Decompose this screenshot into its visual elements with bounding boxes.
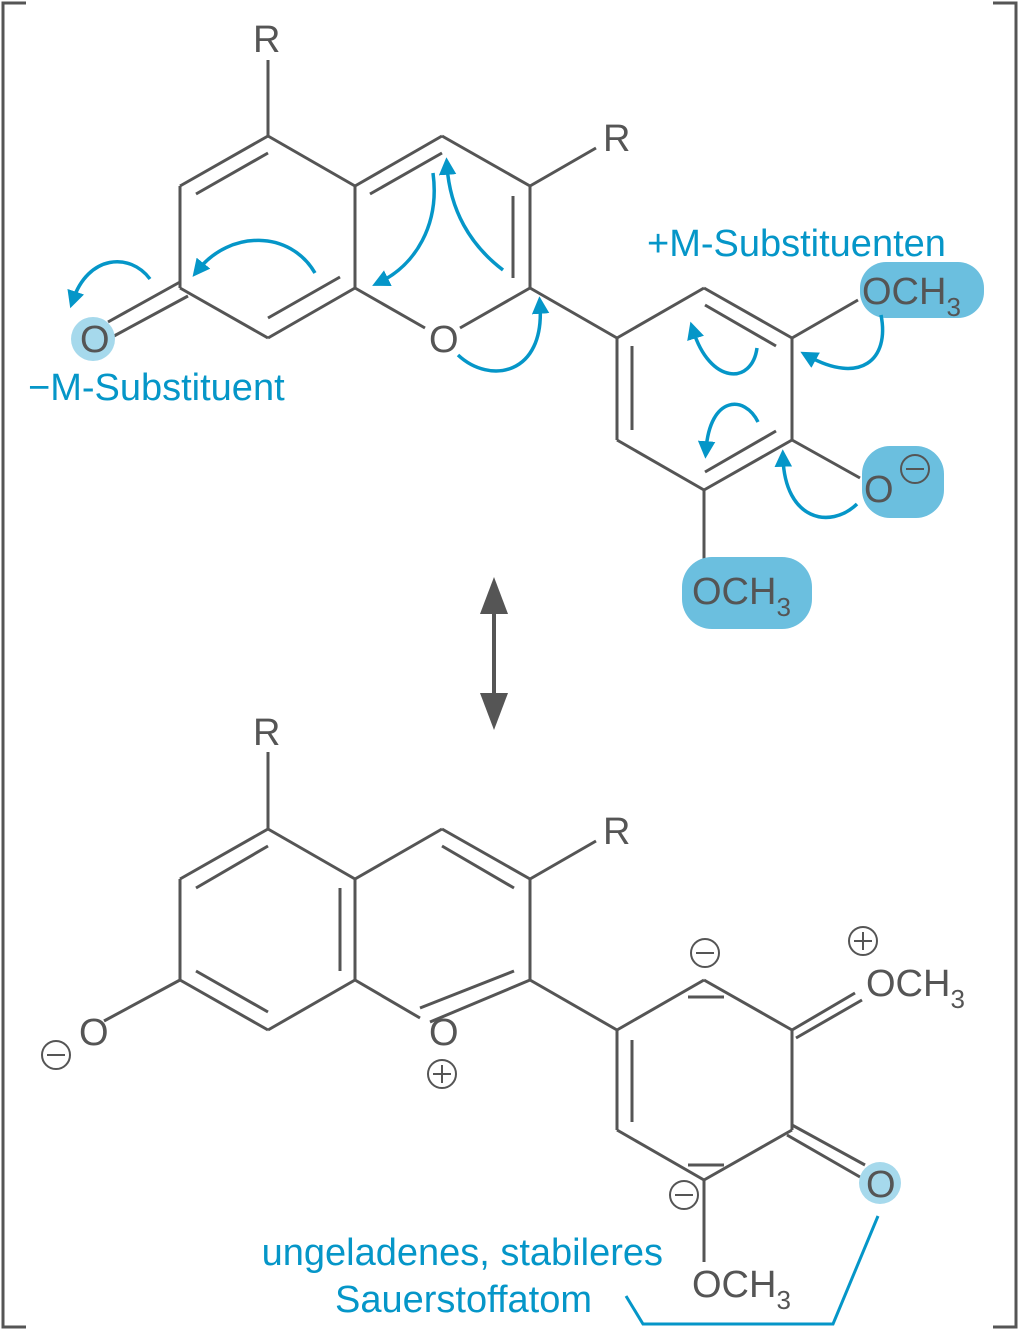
och3-bottom: OCH3: [692, 571, 791, 622]
stable-oxygen-highlight: [859, 1162, 901, 1204]
resonance-double-arrow-icon: [480, 577, 508, 730]
phenolate-oxygen: O: [864, 469, 894, 511]
annotation-line-2: Sauerstoffatom: [335, 1279, 592, 1321]
oxonium-oxygen: O: [429, 1012, 459, 1054]
carbonyl-oxygen-highlight: [71, 317, 115, 361]
top-structure: R R O O OCH3 O OCH3 −M-Substituent +M-Su…: [28, 19, 984, 629]
right-bracket: [993, 1, 1018, 1329]
carbonyl-oxygen: O: [866, 1164, 896, 1206]
r-substituent-c: R: [603, 811, 630, 853]
bottom-structure: R R O O OCH3 O OCH3 ungela: [41, 712, 965, 1326]
minus-charge-icon: [690, 938, 720, 968]
r-substituent-a: R: [253, 19, 280, 61]
minus-charge-icon: [41, 1040, 71, 1070]
plus-charge-icon: [848, 926, 878, 956]
och3-top-highlight: [860, 262, 984, 318]
carbonyl-oxygen: O: [80, 319, 110, 361]
phenolate-highlight: [862, 446, 944, 518]
och3-top: OCH3: [862, 271, 961, 322]
plus-m-label: +M-Substituenten: [647, 223, 946, 265]
ring-oxygen: O: [429, 319, 459, 361]
electron-shift-arrows: [67, 157, 885, 520]
och3-bottom-highlight: [682, 557, 812, 629]
left-bracket: [1, 1, 26, 1329]
plus-charge-icon: [427, 1059, 457, 1089]
r-substituent-c: R: [603, 118, 630, 160]
och3-bottom: OCH3: [692, 1264, 791, 1315]
r-substituent-a: R: [253, 712, 280, 754]
phenolate-oxygen: O: [79, 1012, 109, 1054]
och3-oxonium: OCH3: [866, 963, 965, 1014]
minus-charge-icon: [900, 454, 930, 484]
minus-m-label: −M-Substituent: [28, 367, 285, 409]
annotation-line-1: ungeladenes, stabileres: [262, 1232, 663, 1274]
minus-charge-icon: [669, 1180, 699, 1210]
annotation-connector: [624, 1215, 880, 1326]
